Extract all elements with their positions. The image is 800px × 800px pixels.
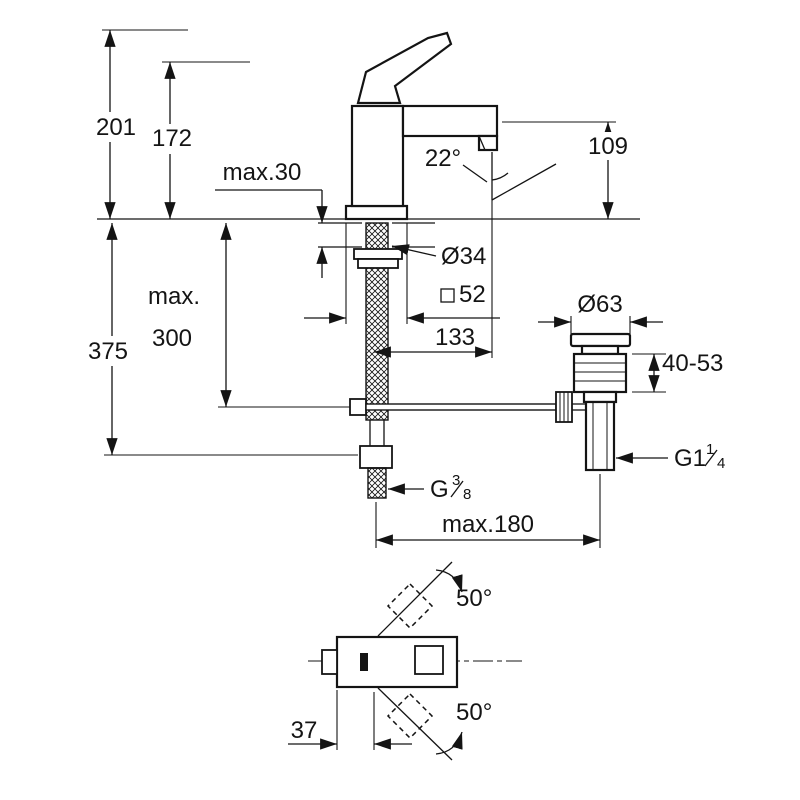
label-diameter-34: Ø34 — [391, 243, 486, 270]
dimension-133: 133 — [374, 200, 493, 358]
label-g38: G 3 8 — [388, 472, 471, 503]
waste-tailpipe — [584, 400, 616, 472]
waste-body — [582, 390, 618, 404]
dim-133-label: 133 — [435, 324, 475, 351]
shank-assembly — [353, 222, 403, 499]
dim-max180-label: max.180 — [442, 511, 534, 538]
dimension-square-52: 52 — [304, 223, 500, 324]
waste-flange — [569, 332, 632, 348]
threaded-shank — [365, 222, 389, 421]
dim-d34-label: Ø34 — [441, 243, 486, 270]
waste-clamp-nut — [572, 352, 628, 394]
g38-numerator: 3 — [452, 472, 460, 489]
dim-22-label: 22° — [425, 145, 461, 172]
pull-rod — [349, 391, 586, 423]
handle-lever — [356, 31, 453, 105]
dim-52-label: 52 — [459, 281, 486, 308]
handle-position-upper — [377, 561, 453, 637]
g114-numerator: 1 — [706, 441, 714, 458]
dim-40-53-label: 40-53 — [662, 350, 723, 377]
dimension-172: 172 — [148, 61, 250, 219]
dim-300-label: 300 — [152, 325, 192, 352]
g114-base: G1 — [674, 445, 706, 472]
dim-109-label: 109 — [588, 133, 628, 160]
dim-375-label: 375 — [88, 338, 128, 365]
handle-position-lower — [377, 687, 453, 761]
horizontal-rod — [365, 403, 557, 411]
label-g114: G1 1 4 — [616, 441, 725, 472]
hose-connector — [359, 445, 393, 469]
faucet-body — [350, 104, 405, 208]
dim-max-word: max. — [148, 283, 200, 310]
dim-201-label: 201 — [96, 114, 136, 141]
top-view: 50° 50° — [308, 561, 522, 761]
dim-172-label: 172 — [152, 125, 192, 152]
mounting-nut — [357, 258, 399, 269]
dim-50-top-label: 50° — [456, 585, 492, 612]
popup-waste — [569, 332, 632, 472]
dimension-angle-22: 22° — [425, 145, 557, 201]
g38-base: G — [430, 476, 449, 503]
dimension-109: 109 — [502, 121, 632, 219]
dimension-max180: max.180 — [375, 474, 601, 548]
g114-denominator: 4 — [717, 455, 725, 472]
handle-end-lower — [386, 692, 434, 740]
aerator — [477, 134, 499, 152]
square-symbol — [440, 288, 455, 303]
swing-arc-upper — [435, 569, 463, 593]
faucet-front-view — [344, 31, 499, 221]
cartridge-square — [414, 645, 444, 675]
dimension-40-53: 40-53 — [632, 350, 723, 393]
g38-denominator: 8 — [463, 486, 471, 503]
dim-max30-label: max.30 — [223, 159, 302, 186]
supply-thread-end — [367, 467, 387, 499]
dim-d63-label: Ø63 — [577, 291, 622, 318]
dimension-375: 375 — [84, 223, 358, 456]
rod-fitting — [349, 398, 367, 416]
mounting-washer — [353, 248, 403, 260]
swing-arc-lower — [435, 731, 463, 755]
spout — [401, 104, 499, 138]
top-view-spout-stub — [321, 649, 338, 675]
dimension-37: 37 — [288, 690, 412, 750]
dim-37-label: 37 — [291, 717, 318, 744]
dimension-max30: max.30 — [215, 159, 328, 278]
dimension-201: 201 — [92, 29, 188, 219]
waste-neck — [580, 344, 620, 356]
handle-end-upper — [386, 582, 434, 630]
base-escutcheon — [344, 204, 409, 221]
mounting-slot — [360, 653, 368, 671]
dim-50-bottom-label: 50° — [456, 699, 492, 726]
dimension-max300: max. 300 — [148, 223, 350, 408]
dimension-diameter-63: Ø63 — [538, 291, 663, 334]
